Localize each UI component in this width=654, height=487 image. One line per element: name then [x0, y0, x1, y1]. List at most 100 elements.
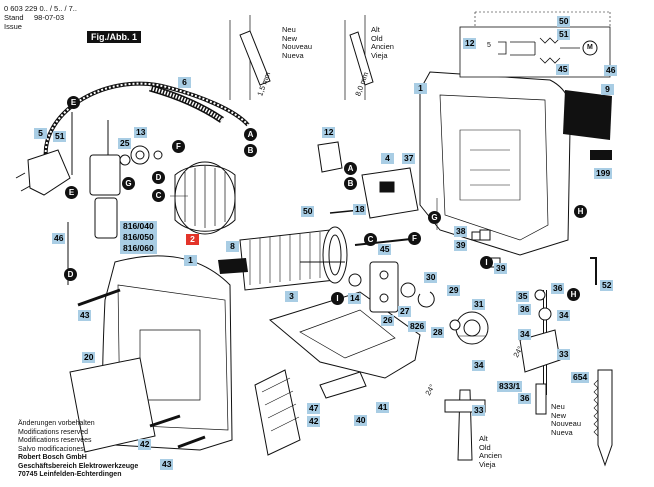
part-tag-654: 654	[571, 372, 590, 383]
side-cover	[254, 369, 301, 456]
connector-d: D	[152, 171, 165, 184]
lang-old-de-2: Alt	[479, 434, 488, 443]
part-tag-816-050: 816/050	[120, 232, 157, 243]
part-tag-51: 51	[53, 131, 67, 142]
part-tag-39: 39	[494, 263, 508, 274]
part-tag-50: 50	[557, 16, 571, 27]
part-tag-43: 43	[78, 310, 92, 321]
cover-20	[69, 357, 156, 453]
part-tag-47: 47	[307, 403, 321, 414]
part-tag-41: 41	[376, 402, 390, 413]
part-tag-826: 826	[408, 321, 427, 332]
saw-blade	[597, 369, 613, 467]
part-tag-1: 1	[414, 83, 427, 94]
connector-f-2: F	[408, 232, 421, 245]
part-tag-29: 29	[447, 285, 461, 296]
part-tag-3: 3	[285, 291, 298, 302]
lang-new-fr-2: Nouveau	[551, 419, 582, 428]
part-tag-36: 36	[551, 283, 565, 294]
part-tag-51: 51	[557, 29, 571, 40]
connector-a: A	[244, 128, 257, 141]
part-tag-816-060: 816/060	[120, 243, 157, 254]
armature	[239, 229, 336, 291]
lang-old-fr: Ancien	[371, 42, 394, 51]
part-number: 0 603 229 0.. / 5.. / 7..	[4, 4, 77, 13]
part-tag-33: 33	[557, 349, 571, 360]
part-tag-25: 25	[118, 138, 132, 149]
connector-b: B	[244, 144, 257, 157]
part-tag-1: 1	[184, 255, 197, 266]
connector-g-2: G	[428, 211, 441, 224]
company-address: 70745 Leinfelden-Echterdingen	[18, 471, 122, 478]
base-plate	[268, 291, 421, 379]
schematic-5: 5	[487, 42, 491, 49]
part-tag-20: 20	[82, 352, 96, 363]
part-tag-38: 38	[454, 226, 468, 237]
lang-new-es: Nueva	[282, 50, 304, 60]
stand-label: Stand	[4, 13, 24, 22]
part-tag-42: 42	[138, 439, 152, 450]
figure-label: Fig./Abb. 1	[87, 31, 141, 43]
connector-d-2: D	[64, 268, 77, 281]
connector-i-2: I	[331, 292, 344, 305]
connector-c: C	[152, 189, 165, 202]
motor-symbol: M	[587, 44, 593, 51]
part-tag-5: 5	[34, 128, 47, 139]
part-tag-9: 9	[601, 84, 614, 95]
company-division: Geschäftsbereich Elektrowerkzeuge	[18, 462, 139, 470]
part-tag-50: 50	[301, 206, 315, 217]
part-tag-27: 27	[398, 306, 412, 317]
connector-e: E	[67, 96, 80, 109]
lang-new-en-2: New	[551, 410, 567, 420]
part-tag-199: 199	[594, 168, 613, 179]
part-tag-31: 31	[472, 299, 486, 310]
lang-old-en-2: Old	[479, 442, 491, 452]
part-tag-35: 35	[516, 291, 530, 302]
part-tag-2: 2	[186, 234, 199, 245]
part-tag-40: 40	[354, 415, 368, 426]
lang-old-en: Old	[371, 33, 383, 43]
part-tag-12-schematic: 12	[463, 38, 477, 49]
connector-i: I	[480, 256, 493, 269]
connector-c-2: C	[364, 233, 377, 246]
lang-old-de: Alt	[371, 25, 380, 34]
part-tag-833-1: 833/1	[497, 381, 523, 392]
part-tag-12: 12	[322, 127, 336, 138]
lang-old-fr-2: Ancien	[479, 451, 502, 460]
part-tag-36: 36	[518, 393, 532, 404]
lang-new-block: Neu New Nouveau Nueva	[282, 25, 313, 60]
footer-line: Modifications reserved	[18, 428, 89, 436]
connector-b-2: B	[344, 177, 357, 190]
part-tag-13: 13	[134, 127, 148, 138]
part-tag-4: 4	[381, 153, 394, 164]
lang-new-fr: Nouveau	[282, 42, 313, 51]
part-tag-18: 18	[353, 204, 367, 215]
footer-line: Änderungen vorbehalten	[18, 420, 95, 427]
part-tag-39: 39	[454, 240, 468, 251]
part-tag-36: 36	[518, 304, 532, 315]
footer: Änderungen vorbehalten Modifications res…	[18, 420, 138, 480]
connector-a-2: A	[344, 162, 357, 175]
part-tag-816-040: 816/040	[120, 221, 157, 232]
footer-line: Modifications reservées	[18, 437, 92, 444]
stand-value: 98-07-03	[34, 13, 65, 22]
lang-old-es-2: Vieja	[479, 459, 496, 469]
connector-h: H	[574, 205, 587, 218]
connector-e-2: E	[65, 186, 78, 199]
part-tag-34: 34	[557, 310, 571, 321]
lang-old-block-2: Alt Old Ancien Vieja	[479, 434, 502, 469]
lang-new-de-2: Neu	[551, 402, 565, 411]
part-tag-45: 45	[378, 244, 392, 255]
part-tag-46: 46	[604, 65, 618, 76]
plug	[27, 149, 71, 196]
part-tag-37: 37	[402, 153, 416, 164]
part-tag-34: 34	[472, 360, 486, 371]
part-tag-46: 46	[52, 233, 66, 244]
part-tag-30: 30	[424, 272, 438, 283]
part-tag-34: 34	[518, 329, 532, 340]
lang-new-block-2: Neu New Nouveau Nueva	[551, 402, 582, 437]
gear	[455, 311, 489, 345]
lang-old-block: Alt Old Ancien Vieja	[371, 25, 394, 60]
part-tag-14: 14	[348, 293, 362, 304]
